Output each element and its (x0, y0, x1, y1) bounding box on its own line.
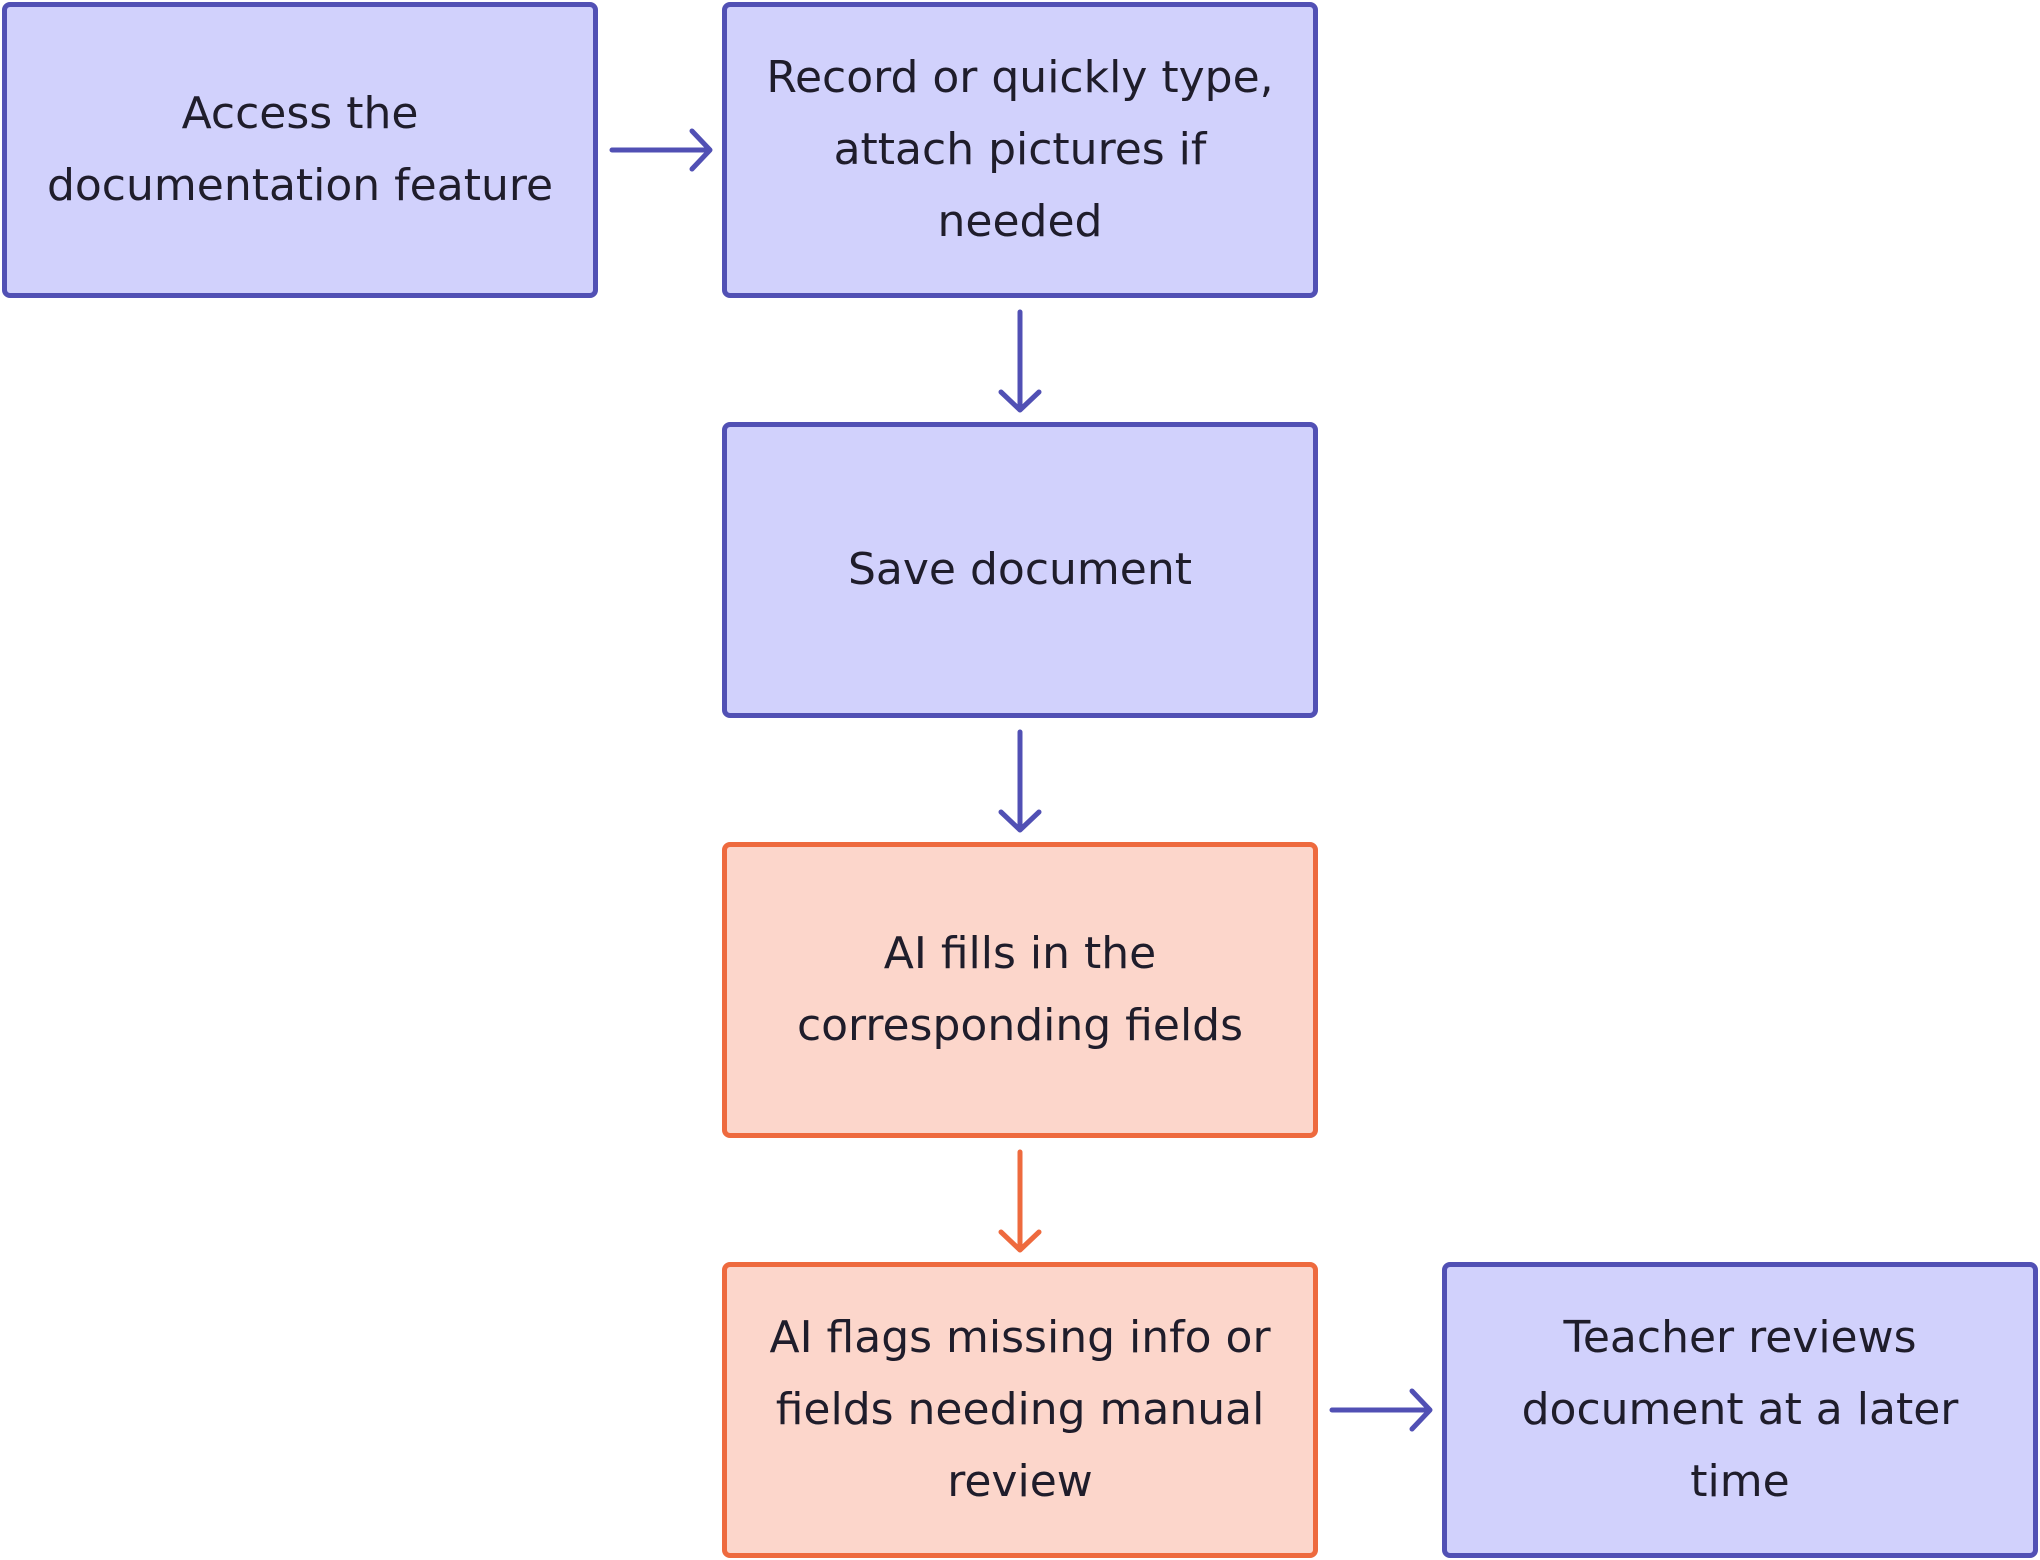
arrow-ai-flag-to-teacher (1329, 1388, 1433, 1432)
step-ai-flags-missing-info-label: AI flags missing info or fields needing … (769, 1312, 1271, 1507)
arrow-save-to-ai-fill (998, 729, 1042, 833)
step-record-or-type-label: Record or quickly type, attach pictures … (766, 52, 1274, 247)
step-save-document: Save document (722, 422, 1318, 718)
arrow-record-to-save (998, 309, 1042, 413)
step-record-or-type: Record or quickly type, attach pictures … (722, 2, 1318, 298)
arrow-ai-fill-to-ai-flag (998, 1149, 1042, 1253)
arrow-access-to-record (609, 128, 713, 172)
step-ai-fills-fields-label: AI fills in the corresponding fields (796, 928, 1244, 1051)
step-teacher-reviews: Teacher reviews document at a later time (1442, 1262, 2038, 1558)
step-access-documentation: Access the documentation feature (2, 2, 598, 298)
step-access-documentation-label: Access the documentation feature (46, 88, 554, 211)
step-ai-fills-fields: AI fills in the corresponding fields (722, 842, 1318, 1138)
step-teacher-reviews-label: Teacher reviews document at a later time (1521, 1312, 1959, 1507)
step-ai-flags-missing-info: AI flags missing info or fields needing … (722, 1262, 1318, 1558)
step-save-document-label: Save document (848, 544, 1192, 595)
